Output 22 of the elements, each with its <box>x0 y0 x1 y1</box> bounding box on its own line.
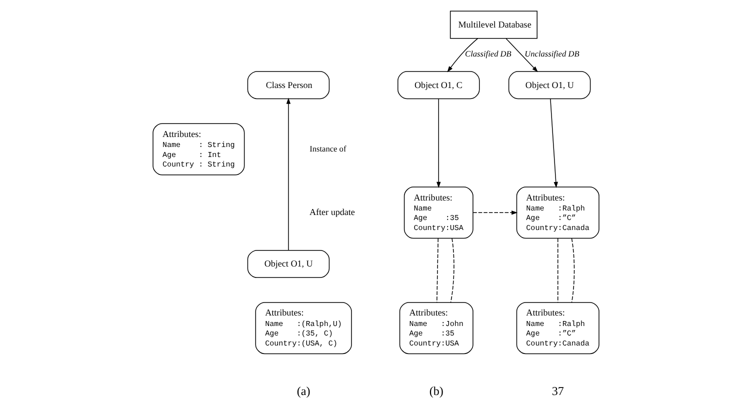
arrow <box>286 98 290 251</box>
node-box: Object O1, C <box>397 71 480 100</box>
label: (b) <box>428 384 443 398</box>
arrow <box>446 38 478 72</box>
connector <box>450 238 454 303</box>
arrow <box>505 38 538 72</box>
node-box: Multilevel Database <box>449 10 537 39</box>
arrow <box>472 210 518 215</box>
connector <box>570 238 574 303</box>
edge-label: Unclassified DB <box>524 49 579 58</box>
edge-label: Classified DB <box>464 49 511 58</box>
connector <box>556 238 558 303</box>
node-box: Object O1, U <box>508 71 590 100</box>
edge-label: Instance of <box>309 144 346 154</box>
label: After update <box>309 206 354 217</box>
label: (a) <box>296 384 310 398</box>
node-box: Class Person <box>246 71 330 100</box>
arrow <box>550 98 558 188</box>
node-box: Object O1, U <box>246 250 330 278</box>
label: 37 <box>551 384 564 398</box>
arrow <box>436 98 440 188</box>
connector <box>436 238 438 303</box>
